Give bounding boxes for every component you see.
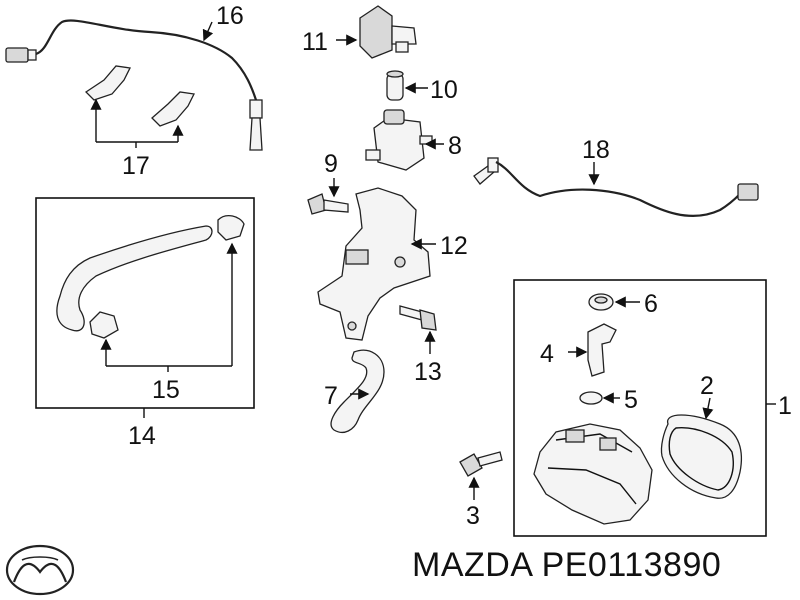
part-7-hose [330,349,385,434]
callout-18: 18 [582,136,610,164]
part-9-bolt [307,193,349,215]
part-18-sensor-harness [473,157,759,218]
part-3-bolt [459,451,503,477]
part-8-valve [365,109,433,171]
callout-17: 17 [122,152,150,180]
callout-2: 2 [700,372,714,400]
callout-3: 3 [466,502,480,530]
callout-4: 4 [540,340,554,368]
part-10-cap [386,70,404,101]
part-17-brackets [84,65,195,127]
callout-8: 8 [448,132,462,160]
box-1 [513,279,767,537]
callout-14: 14 [128,422,156,450]
part-11-solenoid [359,5,417,59]
part-16-sensor-harness [5,19,263,151]
brand-part-number: MAZDA PE0113890 [412,546,722,584]
mazda-logo-icon [5,544,75,596]
callout-1: 1 [778,392,792,420]
callout-6: 6 [644,290,658,318]
part-12-bracket [317,187,431,341]
callout-15: 15 [152,376,180,404]
box-14 [35,197,255,409]
callout-10: 10 [430,76,458,104]
callout-5: 5 [624,386,638,414]
part-13-bolt [399,305,437,331]
callout-16: 16 [216,2,244,30]
leader-lines [90,21,776,500]
callout-11: 11 [302,28,328,56]
callout-12: 12 [440,232,468,260]
callout-9: 9 [324,150,338,178]
callout-7: 7 [324,382,338,410]
callout-13: 13 [414,358,442,386]
